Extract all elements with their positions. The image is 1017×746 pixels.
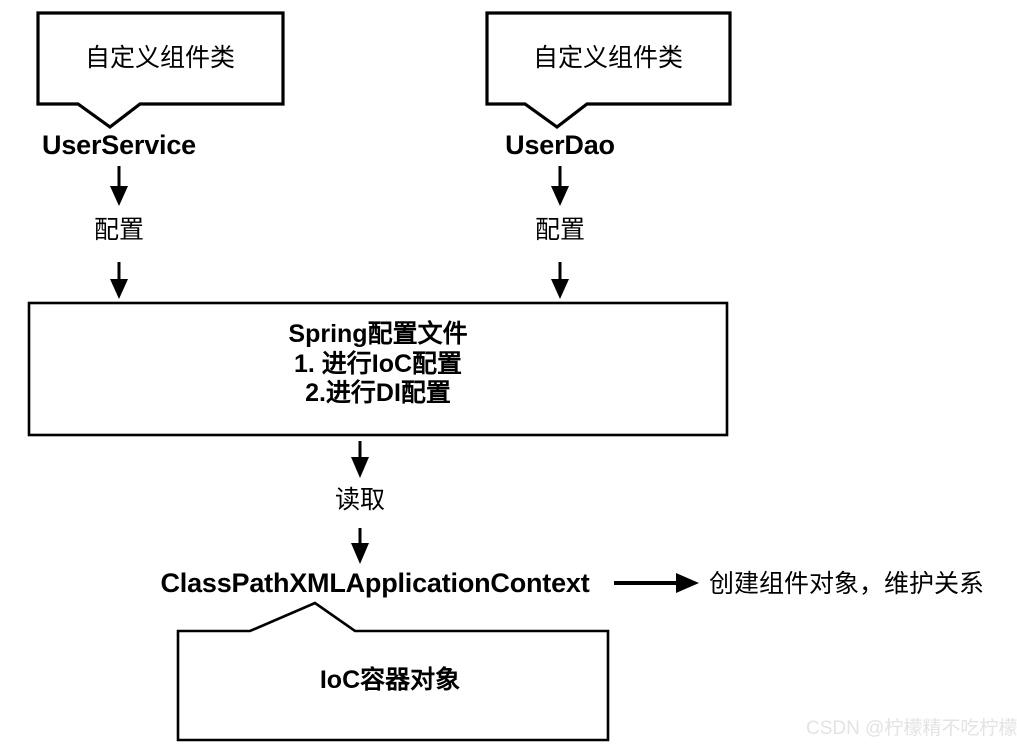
callout-right-label: 自定义组件类 [532, 44, 684, 72]
arrow-userdao-to-config [551, 166, 569, 206]
callout-right-shape [485, 11, 732, 129]
spring-config-line-3: 2.进行DI配置 [305, 379, 451, 407]
arrow-spring-to-read [351, 441, 369, 478]
ioc-container-shape [176, 601, 610, 742]
arrow-userservice-to-config [110, 166, 128, 206]
arrow-config-to-spring-right [551, 262, 569, 299]
result-label: 创建组件对象，维护关系 [709, 570, 985, 598]
edge-label-read: 读取 [334, 486, 386, 514]
arrow-config-to-spring-left [110, 262, 128, 299]
class-label-userservice: UserService [42, 130, 196, 160]
arrow-read-to-context [351, 528, 369, 564]
spring-config-box-text: Spring配置文件 1. 进行IoC配置 2.进行DI配置 [288, 320, 467, 409]
spring-config-line-1: Spring配置文件 [288, 320, 468, 348]
callout-left-label: 自定义组件类 [84, 44, 236, 72]
callout-left-shape [36, 11, 285, 129]
context-label: ClassPathXMLApplicationContext [160, 568, 590, 598]
edge-label-config-left: 配置 [93, 216, 145, 244]
watermark-label: CSDN @柠檬精不吃柠檬 [806, 718, 1017, 739]
edge-label-config-right: 配置 [534, 216, 586, 244]
arrow-context-to-result [614, 573, 699, 593]
class-label-userdao: UserDao [505, 130, 615, 160]
spring-config-box-shape [27, 301, 729, 437]
spring-config-line-2: 1. 进行IoC配置 [293, 349, 463, 378]
ioc-container-label: IoC容器对象 [319, 666, 461, 694]
